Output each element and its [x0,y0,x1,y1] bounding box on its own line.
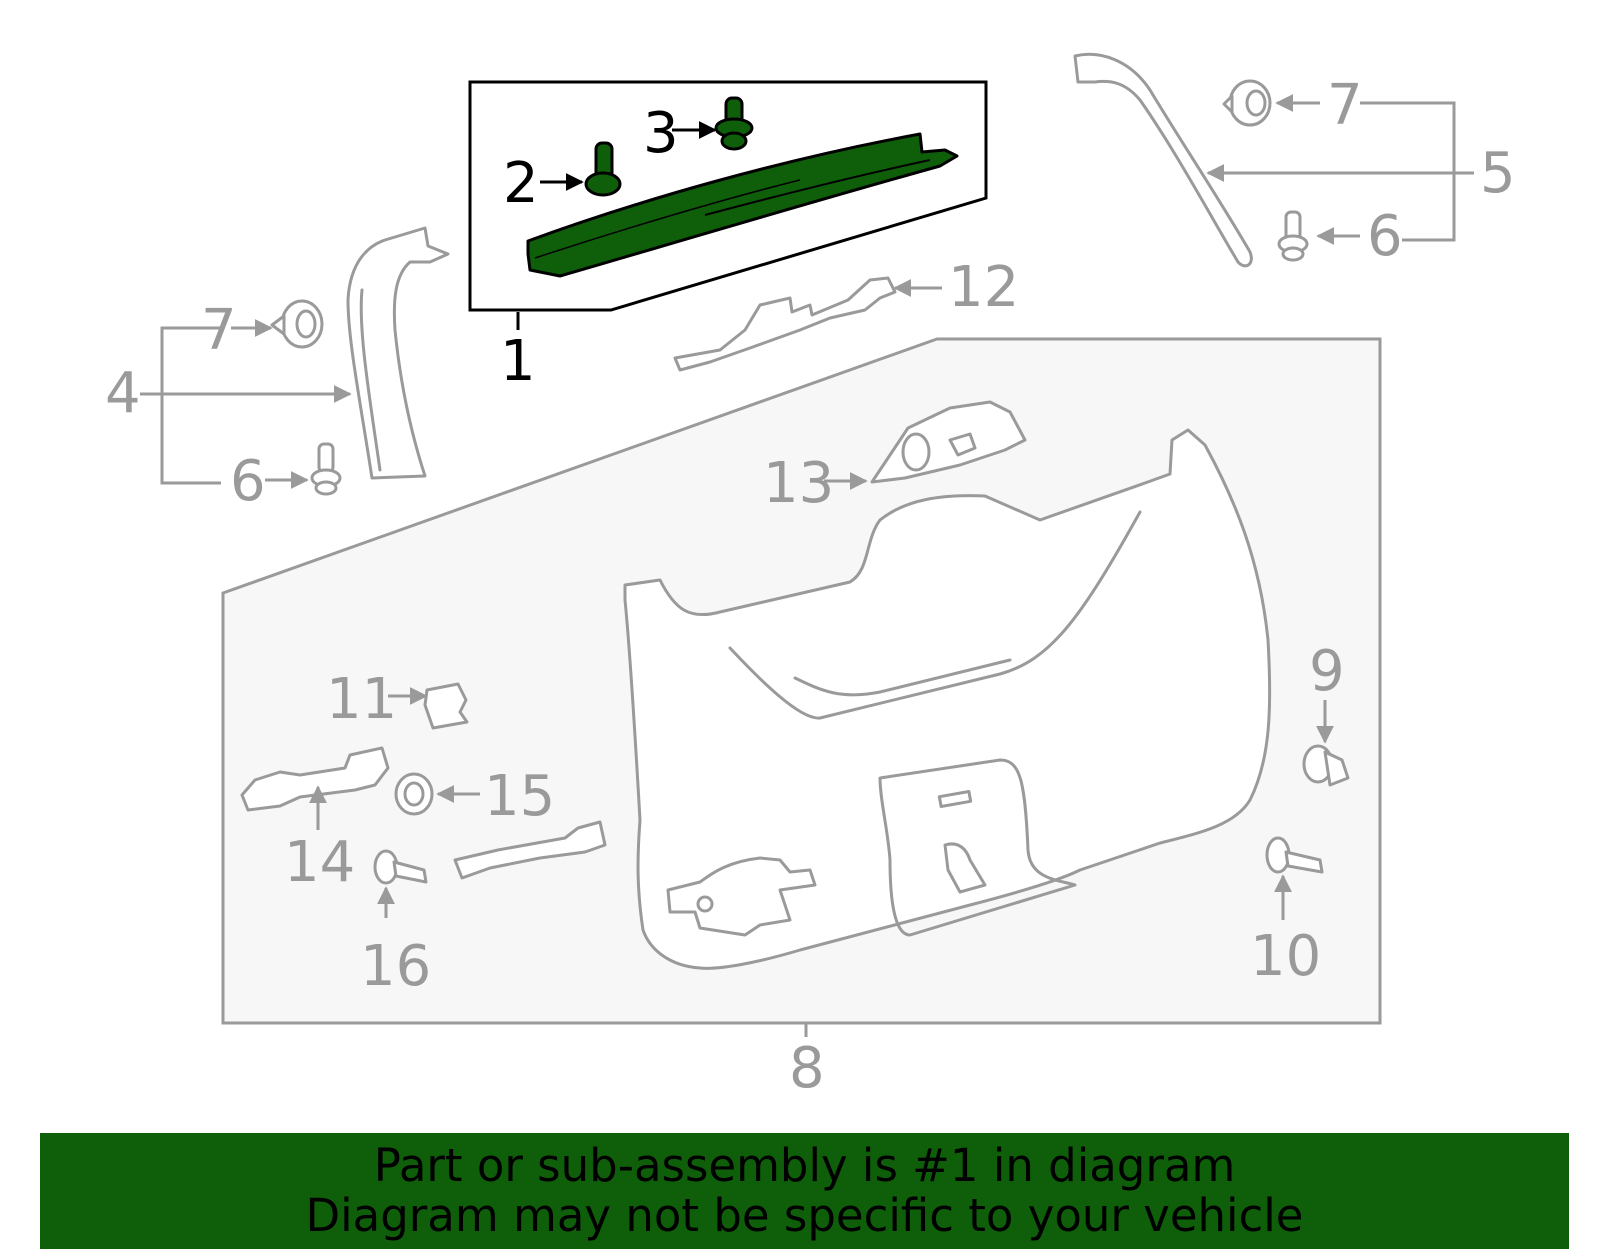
callout-7-left: 7 [201,298,237,363]
callout-15: 15 [484,764,555,829]
switch-bezel-opening [901,432,931,472]
callout-labels: 1 2 3 4 5 6 6 7 7 8 9 10 11 12 13 14 15 … [105,73,1516,1101]
callout-12: 12 [948,255,1019,320]
callout-8: 8 [789,1036,825,1101]
grommet-part-15[interactable] [394,772,434,816]
callout-11: 11 [326,667,397,732]
screw-part-6-right[interactable] [1277,210,1309,262]
clip-part-9[interactable] [1302,744,1350,787]
pull-strap-part-14[interactable] [240,746,390,812]
door-trim-panel-part-8[interactable] [623,428,1272,970]
clip-part-11[interactable] [423,682,469,730]
callout-5: 5 [1480,141,1516,206]
clip-part-7-left[interactable] [270,299,324,349]
switch-bezel-part-13[interactable] [870,400,1027,484]
switch-bezel-button [948,432,977,457]
callout-1: 1 [500,329,536,394]
callout-6-right: 6 [1367,204,1403,269]
callout-2: 2 [503,151,539,216]
callout-9: 9 [1309,639,1345,704]
screw-part-6-left[interactable] [310,442,342,496]
callout-14: 14 [284,830,355,895]
clip-part-3[interactable] [714,96,754,151]
bracket-part-12[interactable] [673,276,897,372]
callout-10: 10 [1250,924,1321,989]
banner-line-2: Diagram may not be specific to your vehi… [305,1189,1304,1242]
screw-part-16[interactable] [373,849,428,885]
screw-part-10[interactable] [1265,836,1324,874]
bolt-part-2[interactable] [584,141,622,197]
pillar-trim-left-edge [359,288,382,472]
callout-4: 4 [105,361,141,426]
leader-lines [140,94,1474,1037]
spoiler-molding-part[interactable] [526,132,959,278]
clip-part-7-right[interactable] [1222,79,1272,127]
banner-line-1: Part or sub-assembly is #1 in diagram [373,1139,1236,1192]
callout-13: 13 [763,451,834,516]
callout-16: 16 [360,934,431,999]
info-banner: Part or sub-assembly is #1 in diagram Di… [40,1133,1569,1249]
callout-7-right: 7 [1327,73,1363,138]
callout-6-left: 6 [230,449,266,514]
callout-3: 3 [643,101,679,166]
pillar-trim-right-part-5[interactable] [1073,52,1253,268]
mounting-bracket[interactable] [453,820,607,880]
